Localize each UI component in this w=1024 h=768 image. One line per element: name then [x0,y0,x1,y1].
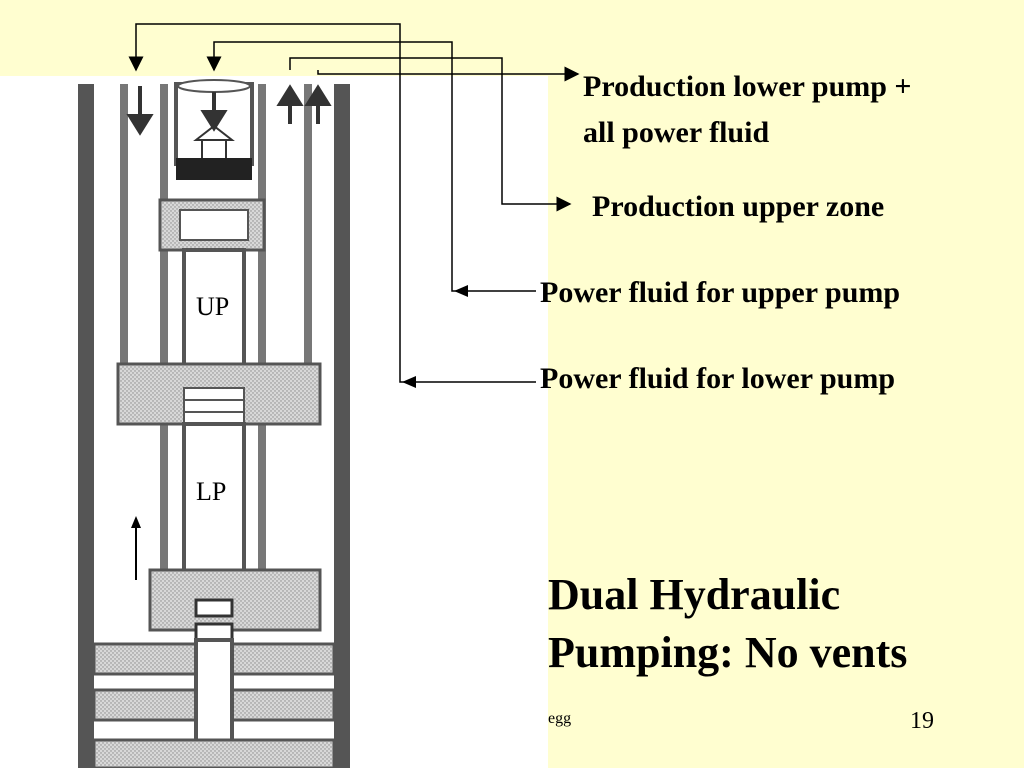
outer-casing [78,84,350,768]
label-production-upper: Production upper zone [592,190,885,223]
label-power-upper: Power fluid for upper pump [540,276,901,309]
pump-body [116,198,322,642]
packers [92,638,336,768]
slide-title-line1: Dual Hydraulic [548,570,841,619]
label-production-lower-line1: Production lower pump + [583,70,912,103]
footer-text: egg [548,710,572,727]
label-production-lower: Production lower pump + all power fluid [583,64,912,156]
slide-title: Dual Hydraulic Pumping: No vents [548,566,907,682]
up-label: UP [196,292,229,321]
valve-top [176,124,252,180]
label-power-lower: Power fluid for lower pump [540,362,896,395]
power-fluid-arrowheads [402,285,468,388]
slide-title-line2: Pumping: No vents [548,628,908,677]
lower-flow-arrow [131,516,141,580]
lp-label: LP [196,477,226,506]
page-number: 19 [910,708,934,734]
leader-lines [128,23,580,383]
label-production-lower-line2: all power fluid [583,116,770,149]
flow-arrows [126,84,332,136]
